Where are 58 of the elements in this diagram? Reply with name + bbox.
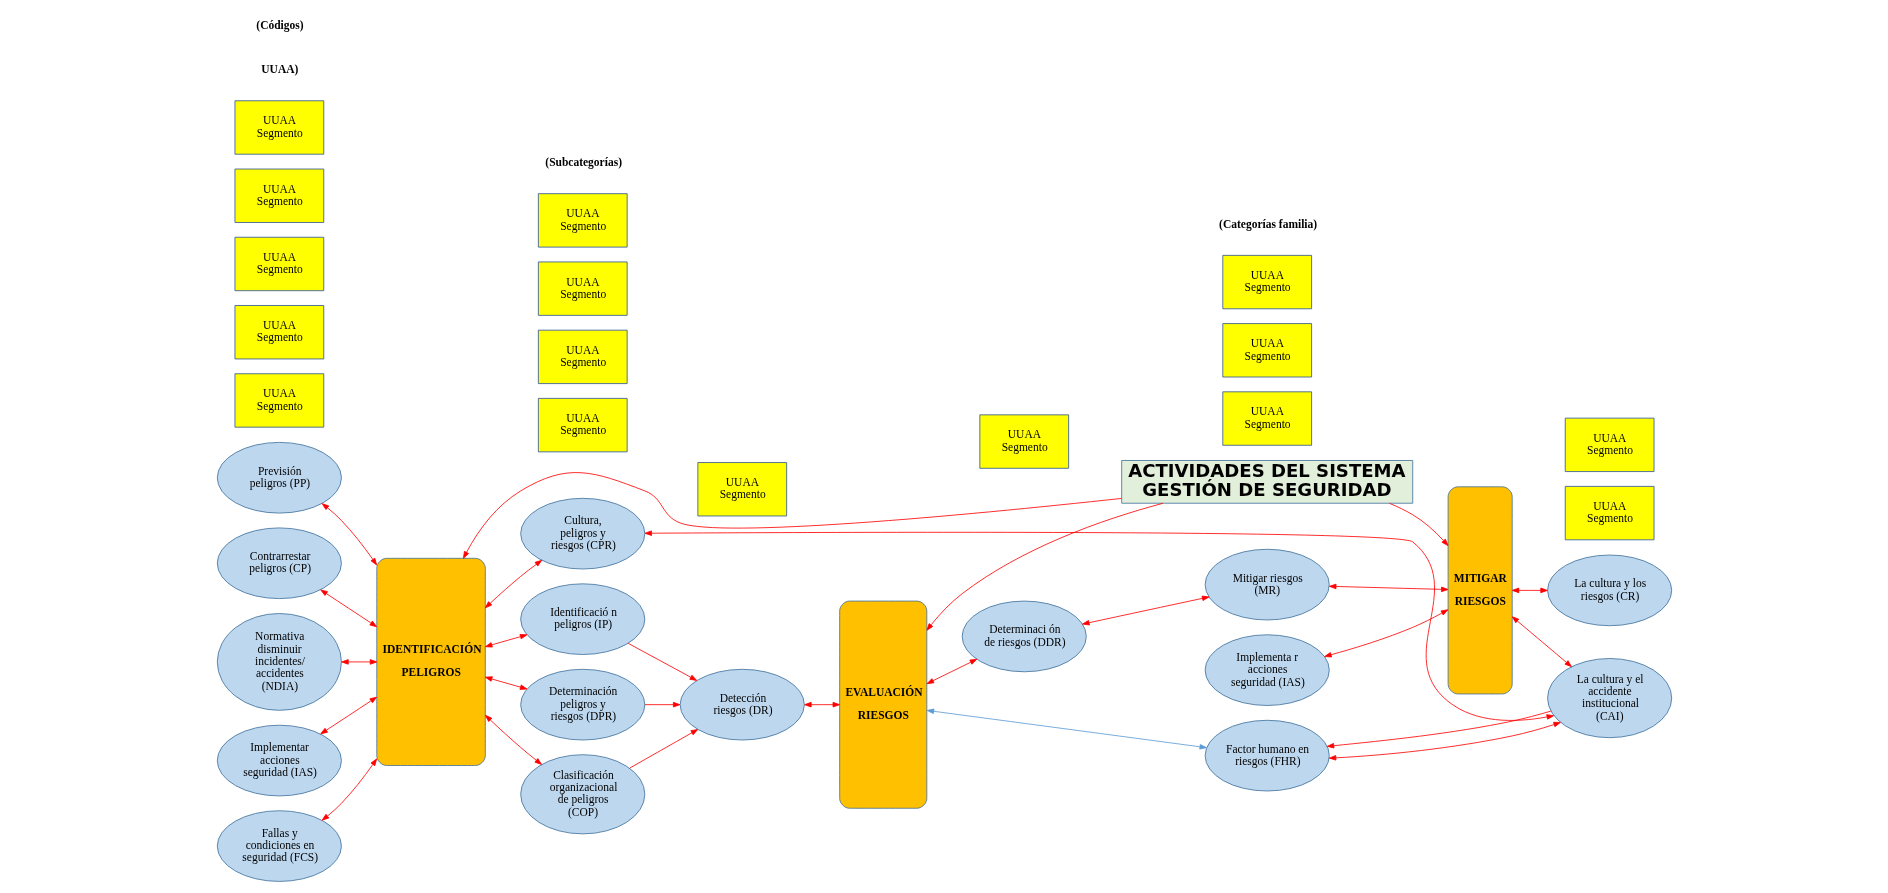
node-box: UUAA Segmento [537,398,628,453]
arrow [321,503,377,566]
node-ellipse: Clasificación organizacional de peligros (COP) [519,754,645,835]
arrow [484,676,527,690]
arrow [643,701,680,708]
arrow [627,642,697,681]
node-box: UUAA Segmento [234,236,324,292]
label: (Categorías familia) [1218,217,1317,230]
arrow [1511,616,1572,668]
arrow [1328,721,1561,761]
arrow [484,559,542,609]
node-box: UUAA Segmento [234,168,324,223]
arrow [1511,587,1548,594]
arrow [484,714,542,765]
node-box: UUAA Segmento [234,373,324,428]
label: UUAA) [260,62,298,75]
arrow [1388,502,1448,546]
arrow [1081,595,1209,626]
node-ellipse: Mitigar riesgos (MR) [1204,548,1330,621]
node-box: EVALUACIÓN RIESGOS [838,600,927,809]
node-ellipse: Factor humano en riesgos (FHR) [1204,719,1330,792]
arrow [1328,583,1448,593]
arrow [484,634,527,648]
node-box: UUAA Segmento [234,100,324,155]
arrow [1323,609,1448,658]
arrow [926,658,977,685]
node-box: UUAA Segmento [1221,254,1312,310]
arrow [462,472,1122,559]
node-box: UUAA Segmento [234,305,324,360]
arrow [803,701,840,708]
arrow [319,589,377,628]
node-ellipse: Determinaci ón de riesgos (DDR) [961,600,1087,673]
node-box: UUAA Segmento [537,193,628,248]
node-box: UUAA Segmento [537,329,628,384]
label: (Códigos) [255,18,304,31]
node-box: UUAA Segmento [696,462,787,517]
node-box: UUAA Segmento [1564,485,1654,541]
node-box: MITIGAR RIESGOS [1447,486,1513,695]
node-ellipse: Normativa disminuir incidentes/ accidentes (NDIA) [216,613,342,711]
arrow [340,659,377,665]
node-ellipse: Previsión peligros (PP) [216,441,342,514]
node-box: ACTIVIDADES DEL SISTEMA GESTIÓN DE SEGURIDAD [1120,460,1413,504]
node-box: UUAA Segmento [1221,391,1312,446]
arrow [926,708,1207,750]
node-box: IDENTIFICACIÓN PELIGROS [375,557,486,766]
arrow [1326,710,1551,749]
node-box: UUAA Segmento [978,414,1069,469]
arrow [926,502,1163,631]
node-ellipse: Detección riesgos (DR) [679,668,805,741]
arrow [321,758,377,821]
arrow [628,729,698,769]
node-box: UUAA Segmento [1221,323,1312,378]
node-box: UUAA Segmento [1564,417,1654,472]
node-ellipse: La cultura y los riesgos (CR) [1546,554,1672,627]
arrow [319,696,377,735]
arrow [644,530,1554,721]
node-box: UUAA Segmento [537,261,628,316]
label: (Subcategorías) [544,155,622,168]
